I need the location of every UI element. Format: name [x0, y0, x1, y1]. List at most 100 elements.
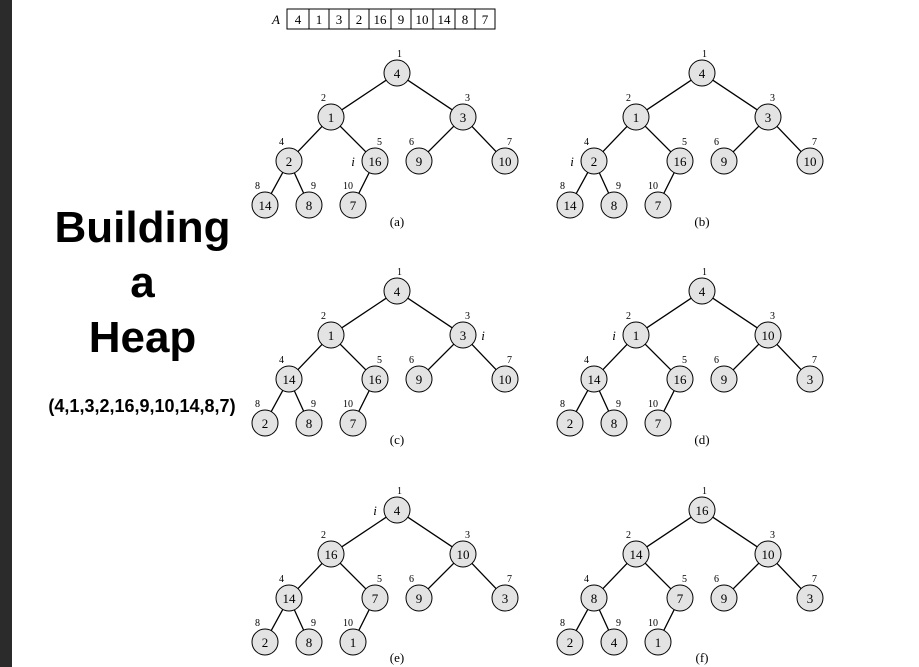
- node-index: 4: [584, 574, 589, 585]
- heap-node: 148: [251, 181, 279, 219]
- node-key: 16: [369, 372, 383, 387]
- node-index: 6: [714, 574, 719, 585]
- tree-edge: [602, 125, 628, 153]
- node-circle: [491, 584, 519, 612]
- node-circle: [688, 496, 716, 524]
- node-key: 4: [394, 66, 401, 81]
- tree-edge: [776, 125, 802, 153]
- node-circle: [710, 147, 738, 175]
- node-index: 9: [311, 181, 316, 192]
- node-key: 14: [588, 372, 602, 387]
- node-key: 9: [721, 372, 728, 387]
- heap-node: 103: [754, 530, 782, 568]
- node-key: 10: [762, 547, 775, 562]
- array-cell-value: 16: [374, 12, 388, 27]
- window-left-edge: [0, 0, 12, 667]
- node-index: 10: [343, 618, 353, 629]
- node-index: 7: [812, 574, 817, 585]
- heap-node: 107: [491, 137, 519, 175]
- node-index: 7: [812, 355, 817, 366]
- node-index: 4: [279, 137, 284, 148]
- title-line-2: a: [130, 258, 155, 307]
- heap-node: 96: [710, 137, 738, 175]
- tree-edge: [663, 390, 675, 412]
- index-marker-i: i: [481, 328, 485, 343]
- node-key: 9: [721, 154, 728, 169]
- node-key: 7: [677, 591, 684, 606]
- node-key: 8: [306, 635, 313, 650]
- node-circle: [644, 409, 672, 437]
- node-circle: [449, 103, 477, 131]
- heap-node: 165: [666, 355, 694, 393]
- node-circle: [710, 365, 738, 393]
- node-circle: [405, 584, 433, 612]
- heap-node: 89: [295, 618, 323, 656]
- node-index: 3: [465, 311, 470, 322]
- tree-edge: [598, 172, 610, 194]
- node-circle: [491, 147, 519, 175]
- node-index: 6: [714, 355, 719, 366]
- tree-edge: [358, 609, 370, 631]
- heap-node: 1 10: [644, 618, 672, 656]
- node-circle: [339, 409, 367, 437]
- node-index: 3: [770, 93, 775, 104]
- node-circle: [339, 191, 367, 219]
- node-index: 10: [343, 399, 353, 410]
- node-circle: [251, 191, 279, 219]
- node-key: 3: [807, 372, 814, 387]
- node-circle: [754, 540, 782, 568]
- panel-caption: (f): [696, 650, 709, 665]
- panel-caption: (a): [390, 214, 404, 229]
- node-circle: [666, 365, 694, 393]
- node-circle: [580, 365, 608, 393]
- node-key: 2: [591, 154, 598, 169]
- heap-node: 28: [251, 399, 279, 437]
- node-key: 1: [655, 635, 662, 650]
- node-index: 10: [648, 618, 658, 629]
- node-index: 1: [702, 49, 707, 60]
- heap-node: 96: [405, 137, 433, 175]
- node-index: 4: [584, 137, 589, 148]
- node-key: 14: [259, 198, 273, 213]
- node-index: 1: [702, 267, 707, 278]
- node-circle: [295, 191, 323, 219]
- input-sequence: (4,1,3,2,16,9,10,14,8,7): [48, 396, 236, 416]
- node-key: 2: [286, 154, 293, 169]
- heap-node: 710: [339, 399, 367, 437]
- node-index: 6: [409, 574, 414, 585]
- node-circle: [491, 365, 519, 393]
- node-index: 3: [465, 93, 470, 104]
- node-index: 4: [584, 355, 589, 366]
- node-key: 14: [630, 547, 644, 562]
- heap-node: 41i: [373, 486, 411, 524]
- node-circle: [449, 321, 477, 349]
- node-key: 10: [762, 328, 775, 343]
- node-key: 10: [499, 154, 512, 169]
- tree-edge: [407, 297, 453, 329]
- node-circle: [580, 584, 608, 612]
- heap-node: 33: [754, 93, 782, 131]
- heap-node: 103: [449, 530, 477, 568]
- tree-edge: [297, 343, 323, 371]
- node-key: 14: [564, 198, 578, 213]
- node-circle: [710, 584, 738, 612]
- node-key: 16: [674, 154, 688, 169]
- node-key: 2: [567, 635, 574, 650]
- tree-edge: [646, 516, 692, 548]
- heap-node: 142: [622, 530, 650, 568]
- heap-node: 37: [491, 574, 519, 612]
- node-index: 10: [648, 399, 658, 410]
- node-key: 4: [611, 635, 618, 650]
- node-key: 4: [699, 284, 706, 299]
- tree-edge: [341, 297, 387, 329]
- node-index: 9: [616, 399, 621, 410]
- node-circle: [644, 628, 672, 656]
- node-circle: [405, 147, 433, 175]
- node-index: 5: [682, 574, 687, 585]
- tree-edge: [427, 343, 455, 371]
- heap-node: 41: [383, 267, 411, 305]
- heap-node: 41: [688, 49, 716, 87]
- node-index: 8: [560, 399, 565, 410]
- node-index: 5: [377, 137, 382, 148]
